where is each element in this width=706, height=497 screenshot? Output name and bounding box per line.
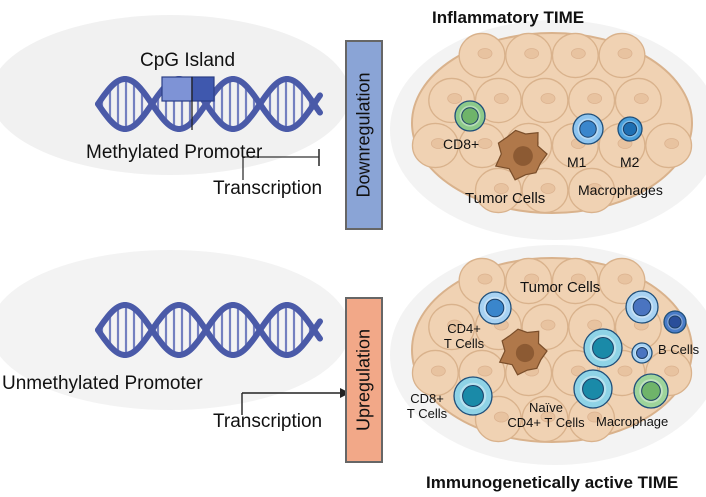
cd4-t-cells-label: CD4+ T Cells [443,321,485,351]
tumor-cells-label-top: Tumor Cells [465,190,546,207]
tissue-nucleus [524,48,540,59]
tissue-nucleus [430,138,446,149]
m1-label: M1 [567,154,587,170]
b-cell-2-nucleus [636,347,648,359]
upregulation-label: Upregulation [353,328,374,432]
inhibition-arrow [242,149,320,180]
dna-helix-methylated [95,76,323,132]
tissue-nucleus [587,183,603,194]
cpg-island-label: CpG Island [140,50,236,71]
m2-macrophage-cell-nucleus [622,121,638,137]
cpg-island-marker [161,76,215,130]
cd4-t-cell-1-nucleus [485,298,505,318]
cd8-t-cells-label: CD8+ T Cells [406,391,448,421]
dna-strand [95,302,323,358]
tissue-nucleus [540,93,556,104]
downregulation-box: Downregulation [345,40,383,230]
naive-cd4-t-cells-label: Naïve CD4+ T Cells [507,400,585,430]
tissue-nucleus [493,183,509,194]
tissue-nucleus [664,365,680,377]
cd8-cell-top-nucleus [461,107,479,125]
unmethylated-promoter-label: Unmethylated Promoter [2,373,203,394]
title-inflammatory-time: Inflammatory TIME [432,8,585,27]
tissue-nucleus [587,411,603,423]
cd4-t-cell-2-nucleus [632,297,652,317]
upregulation-box: Upregulation [345,297,383,463]
dna-strand [95,302,323,358]
downregulation-label: Downregulation [353,72,374,198]
tissue-nucleus [447,93,463,104]
cd8-t-cell-nucleus [462,385,484,407]
m1-macrophage-cell-nucleus [579,120,597,138]
cd8-label-top: CD8+ [443,136,480,152]
tissue-nucleus [664,138,680,149]
tissue-nucleus [587,93,603,104]
dna-helix-unmethylated [95,302,323,358]
tissue-nucleus [447,319,463,331]
macrophages-label: Macrophages [578,182,663,198]
cell-layer [453,100,687,416]
tissue-nucleus [570,273,586,285]
tissue-nucleus [617,365,633,377]
methylated-promoter-label: Methylated Promoter [86,142,263,163]
tissue-nucleus [587,319,603,331]
tissue-nucleus [524,273,540,285]
tissue-nucleus [540,183,556,194]
inflammatory-tissue [411,32,693,214]
tissue-nucleus [617,273,633,285]
tissue-nucleus [633,93,649,104]
title-immunogenetically-active-time: Immunogenetically active TIME [426,473,679,492]
b-cell-1-nucleus [668,315,682,329]
tumor-cell-bottom-nucleus [515,343,535,363]
tumor-cell-top-nucleus [513,146,533,166]
tissue-nucleus [493,93,509,104]
dna-strand [95,76,323,132]
b-cells-label: B Cells [658,342,700,357]
naive-t-cell-2-nucleus [582,378,604,400]
tissue-nucleus [477,365,493,377]
tissue-nucleus [430,365,446,377]
tumor-cells-label-bottom: Tumor Cells [520,279,601,296]
tissue-nucleus [477,138,493,149]
tissue-nucleus [493,411,509,423]
tissue-nucleus [540,411,556,423]
tissue-nucleus [617,48,633,59]
tissue-nucleus [477,273,493,285]
macrophage-label: Macrophage [596,414,669,429]
m2-label: M2 [620,154,640,170]
naive-t-cell-1-nucleus [592,337,614,359]
macrophage-cell-nucleus [641,381,661,401]
transcription-label-bottom: Transcription [213,411,323,432]
tissue-nucleus [477,48,493,59]
tissue-nucleus [570,48,586,59]
tissue-nucleus [540,319,556,331]
transcription-label-top: Transcription [213,178,323,199]
